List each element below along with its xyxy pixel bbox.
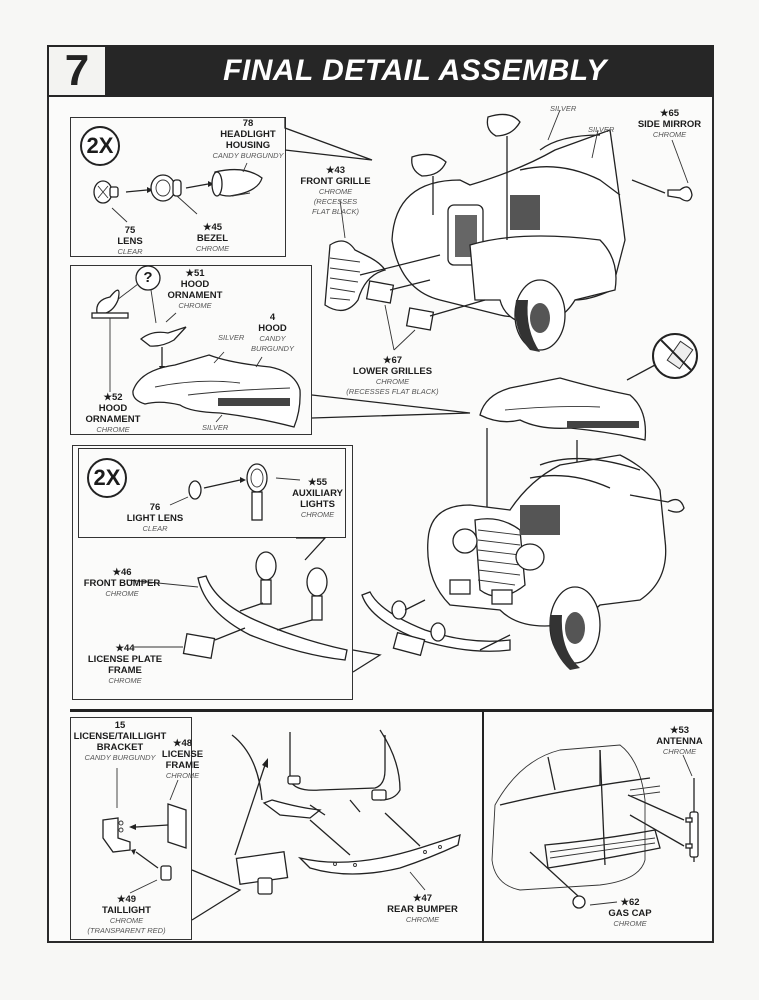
aux-lights-callout-box [72, 445, 353, 700]
label-lens: 75 LENS CLEAR [117, 225, 143, 256]
rear-bracket-callout-box [70, 717, 192, 940]
step-number: 7 [49, 46, 105, 95]
label-side-mirror: ★65 SIDE MIRROR CHROME [637, 108, 702, 139]
label-silver-trim: SILVER [588, 125, 615, 134]
label-front-grille: ★43 FRONT GRILLE CHROME (RECESSES FLAT B… [300, 165, 371, 216]
multiplier-2x-icon: 2X [80, 126, 120, 166]
label-license-frame: ★48 LICENSE FRAME CHROME [161, 738, 204, 780]
label-silver-windshield: SILVER [550, 104, 577, 113]
label-hood: 4 HOOD CANDY BURGUNDY [251, 312, 294, 353]
label-silver-hood-top: SILVER [218, 333, 245, 342]
aux-lights-inner-box [78, 448, 346, 538]
title-bar [47, 45, 714, 97]
label-license-taillight-bracket: 15 LICENSE/TAILLIGHT BRACKET CANDY BURGU… [73, 720, 167, 762]
section-divider-vertical [482, 710, 484, 943]
label-bezel: ★45 BEZEL CHROME [195, 222, 230, 253]
section-divider-horizontal [70, 709, 714, 712]
hood-callout-box [70, 265, 312, 435]
label-rear-bumper: ★47 REAR BUMPER CHROME [387, 893, 458, 924]
label-gas-cap: ★62 GAS CAP CHROME [608, 897, 652, 928]
label-light-lens: 76 LIGHT LENS CLEAR [126, 502, 184, 533]
label-front-bumper: ★46 FRONT BUMPER CHROME [83, 567, 161, 598]
question-mark-icon: ? [143, 269, 153, 286]
label-taillight: ★49 TAILLIGHT CHROME (TRANSPARENT RED) [87, 894, 166, 935]
label-silver-hood-bottom: SILVER [202, 423, 229, 432]
page-title: FINAL DETAIL ASSEMBLY [223, 54, 607, 87]
multiplier-2x-icon: 2X [87, 458, 127, 498]
label-hood-ornament-51: ★51 HOOD ORNAMENT CHROME [167, 268, 223, 310]
label-lower-grilles: ★67 LOWER GRILLES CHROME (RECESSES FLAT … [346, 355, 439, 396]
label-hood-ornament-52: ★52 HOOD ORNAMENT CHROME [85, 392, 141, 434]
label-headlight-housing: 78 HEADLIGHT HOUSING CANDY BURGUNDY [212, 118, 284, 160]
label-auxiliary-lights: ★55 AUXILIARY LIGHTS CHROME [292, 477, 343, 519]
no-glue-icon [652, 333, 698, 379]
label-antenna: ★53 ANTENNA CHROME [656, 725, 703, 756]
label-license-plate-frame: ★44 LICENSE PLATE FRAME CHROME [87, 643, 163, 685]
headlight-callout-box [70, 117, 286, 257]
